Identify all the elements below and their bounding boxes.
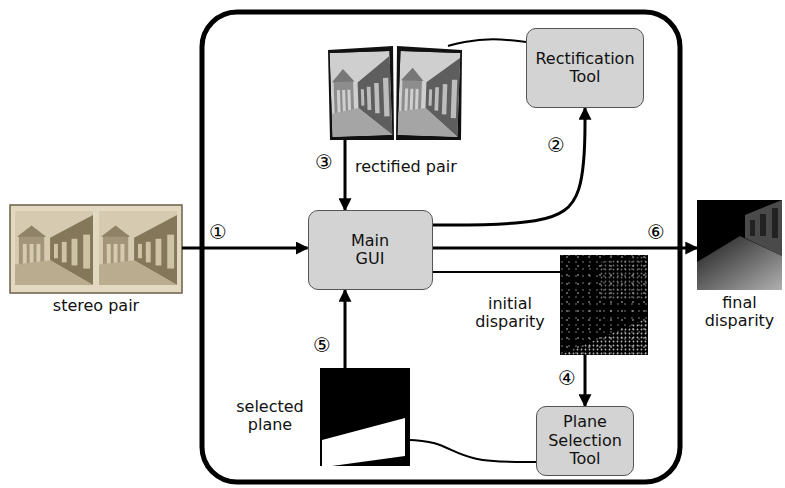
image-caption: stereo pair	[10, 297, 182, 315]
callout-number: ②	[544, 133, 568, 157]
process-box: Main GUI	[308, 210, 433, 290]
process-box: Rectification Tool	[526, 28, 644, 108]
process-box: Plane Selection Tool	[536, 406, 634, 476]
flow-arrow	[584, 355, 587, 406]
flow-arrow	[344, 290, 347, 368]
image-caption: rectified pair	[355, 158, 485, 176]
image-caption: final disparity	[697, 294, 782, 331]
connector-line	[448, 39, 526, 46]
flow-arrow	[182, 247, 308, 250]
image-panel: final disparity	[697, 200, 782, 290]
image-panel: initial disparity	[560, 255, 648, 355]
callout-number: ③	[312, 150, 336, 174]
image-caption: selected plane	[226, 398, 314, 435]
box-label: Rectification Tool	[532, 50, 638, 87]
image-panel: stereo pair	[10, 205, 182, 293]
callout-number: ⑤	[310, 333, 334, 357]
flow-arrow	[433, 247, 698, 250]
callout-number: ①	[206, 220, 230, 244]
flow-arrow	[344, 140, 347, 210]
image-panel: rectified pair	[328, 46, 462, 140]
callout-number: ⑥	[644, 220, 668, 244]
image-panel: selected plane	[320, 368, 410, 466]
callout-number: ④	[555, 366, 579, 390]
connector-line	[433, 271, 561, 273]
connector-line	[410, 440, 536, 462]
image-caption: initial disparity	[464, 295, 556, 332]
box-label: Main GUI	[340, 232, 400, 269]
box-label: Plane Selection Tool	[541, 413, 629, 468]
